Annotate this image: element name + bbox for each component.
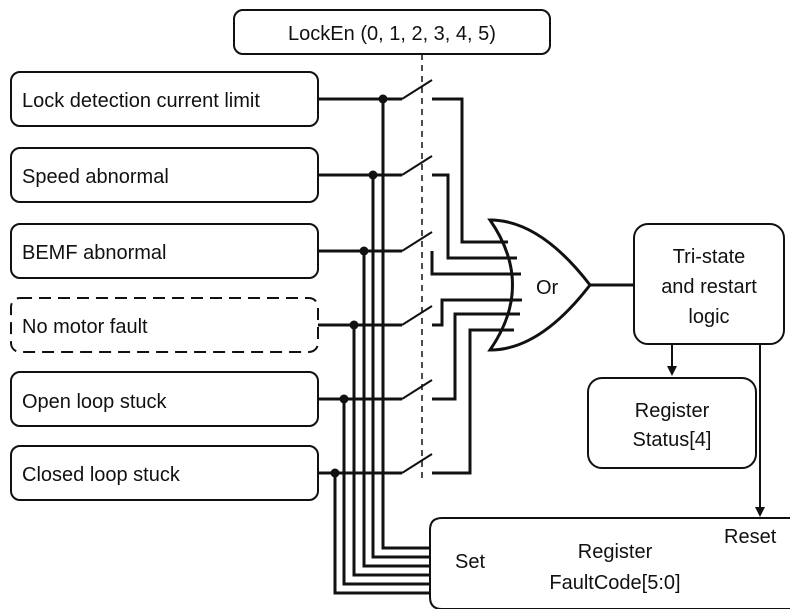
lockenable-switches [401, 79, 433, 474]
faultcode-register-line1: Register [578, 541, 653, 563]
tristate-label-line1: Tri-state [673, 246, 746, 268]
fault-label: Open loop stuck [22, 391, 168, 413]
or-gate: Or [487, 218, 592, 352]
tristate-label-line2: and restart [661, 276, 757, 298]
status-register-line1: Register [635, 400, 710, 422]
or-gate-label: Or [536, 277, 559, 299]
reset-label: Reset [724, 526, 777, 548]
fault-label: Speed abnormal [22, 166, 169, 188]
set-label: Set [455, 551, 485, 573]
or-input-wires [430, 97, 522, 475]
lockenable-box: LockEn (0, 1, 2, 3, 4, 5) [233, 9, 551, 55]
status-register-box: Register Status[4] [587, 377, 757, 469]
status-register-line2: Status[4] [633, 429, 712, 451]
faultcode-register-box: Set Register FaultCode[5:0] Reset [429, 517, 790, 609]
fault-label: No motor fault [22, 316, 148, 338]
fault-label: BEMF abnormal [22, 242, 167, 264]
fault-label: Closed loop stuck [22, 464, 181, 486]
fault-box-lock-detection: Lock detection current limit [10, 71, 319, 127]
fault-label: Lock detection current limit [22, 90, 260, 112]
fault-input-wires [318, 97, 402, 475]
tristate-label-line3: logic [688, 306, 729, 328]
junction-dots [330, 94, 388, 478]
fault-box-open-loop-stuck: Open loop stuck [10, 371, 319, 427]
faultcode-register-line2: FaultCode[5:0] [549, 572, 680, 594]
fault-box-closed-loop-stuck: Closed loop stuck [10, 445, 319, 501]
lockenable-label: LockEn (0, 1, 2, 3, 4, 5) [288, 23, 496, 45]
fault-box-speed-abnormal: Speed abnormal [10, 147, 319, 203]
fault-box-no-motor: No motor fault [10, 297, 319, 353]
tristate-restart-box: Tri-state and restart logic [633, 223, 785, 345]
fault-box-bemf-abnormal: BEMF abnormal [10, 223, 319, 279]
faultcode-tap-wires [333, 99, 430, 595]
